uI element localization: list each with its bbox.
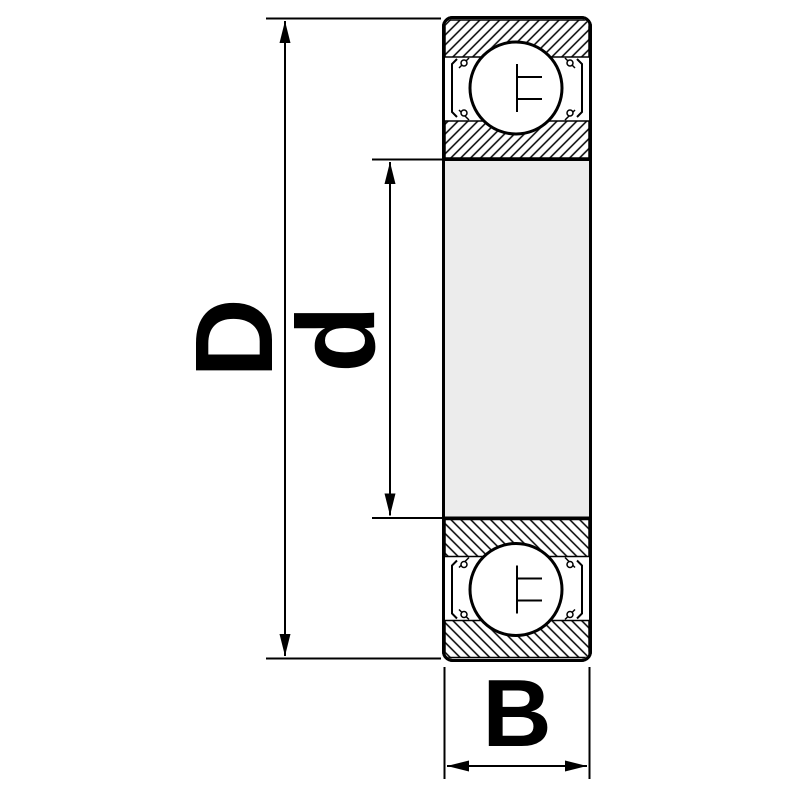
dimension-D: D bbox=[173, 17, 441, 660]
dimension-d: d bbox=[275, 158, 442, 519]
bottom-bearing-row bbox=[445, 516, 589, 659]
bearing-outline bbox=[442, 16, 592, 662]
label-width: B bbox=[482, 660, 551, 767]
label-outer-diameter: D bbox=[173, 298, 296, 377]
top-bearing-row bbox=[445, 19, 589, 161]
label-bore-diameter: d bbox=[275, 305, 398, 372]
dimension-B: B bbox=[443, 660, 591, 779]
